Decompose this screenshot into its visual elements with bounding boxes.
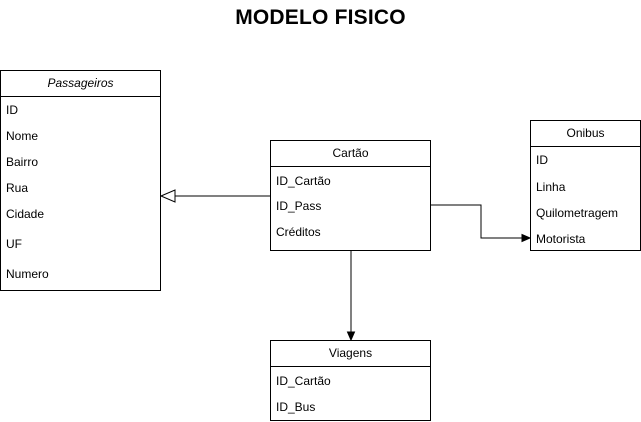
field-numero: Numero [6, 267, 49, 281]
field-cidade: Cidade [6, 207, 45, 221]
connector-cartao-onibus [430, 204, 523, 239]
diagram-title: MODELO FISICO [235, 6, 406, 29]
field-quilometragem: Quilometragem [536, 206, 619, 220]
filled-arrowhead [521, 233, 532, 243]
hollow-arrowhead [159, 189, 176, 203]
field-id-bus: ID_Bus [276, 400, 316, 414]
field-id-cartao: ID_Cartão [276, 174, 331, 188]
filled-arrowhead [346, 331, 356, 342]
field-motorista: Motorista [536, 232, 586, 246]
field-rua: Rua [6, 181, 29, 195]
field-uf: UF [6, 237, 22, 251]
entity-passageiros[interactable]: Passageiros ID Nome Bairro Rua Cidade UF… [0, 70, 161, 291]
entity-viagens[interactable]: Viagens ID_Cartão ID_Bus [270, 340, 431, 421]
field-id: ID [536, 153, 548, 167]
entity-header: Passageiros [1, 71, 160, 97]
field-id-cartao: ID_Cartão [276, 374, 331, 388]
field-id-pass: ID_Pass [276, 199, 322, 213]
entity-header: Cartão [271, 141, 430, 167]
field-linha: Linha [536, 180, 566, 194]
entity-onibus[interactable]: Onibus ID Linha Quilometragem Motorista [530, 120, 641, 251]
field-bairro: Bairro [6, 155, 39, 169]
entity-header: Onibus [531, 121, 640, 147]
field-creditos: Créditos [276, 225, 321, 239]
entity-header: Viagens [271, 341, 430, 367]
entity-cartao[interactable]: Cartão ID_Cartão ID_Pass Créditos [270, 140, 431, 251]
field-id: ID [6, 103, 18, 117]
field-nome: Nome [6, 129, 39, 143]
